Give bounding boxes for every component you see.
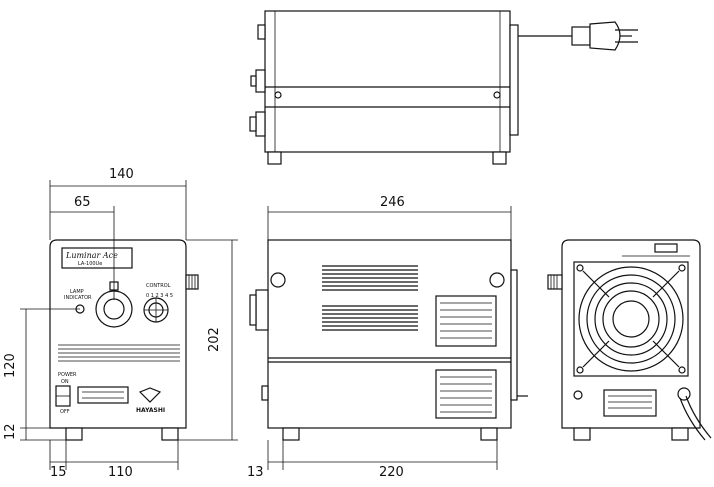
dim-front-offset: 65 bbox=[74, 195, 91, 210]
lamp-label: LAMP bbox=[70, 289, 84, 295]
dim-foot-height: 12 bbox=[3, 423, 18, 440]
dim-left-margin: 15 bbox=[50, 465, 67, 480]
power-label: POWER bbox=[58, 372, 77, 378]
dim-side-foot-span: 220 bbox=[379, 465, 404, 480]
front-view: Luminar Ace LA-100Ue LAMP INDICATOR CONT… bbox=[49, 239, 199, 441]
dim-front-width: 140 bbox=[109, 167, 134, 182]
dim-side-offset: 13 bbox=[247, 465, 264, 480]
indicator-label: INDICATOR bbox=[64, 295, 92, 301]
svg-text:0 1 2 3 4 5: 0 1 2 3 4 5 bbox=[146, 293, 173, 299]
rear-view bbox=[547, 239, 712, 441]
dim-front-height: 202 bbox=[207, 327, 222, 352]
warning-label bbox=[435, 295, 497, 347]
brand-label: HAYASHI bbox=[136, 407, 165, 414]
model-label: LA-100Ue bbox=[78, 261, 102, 267]
on-label: ON bbox=[61, 379, 69, 385]
control-label: CONTROL bbox=[146, 283, 171, 289]
brand-logo bbox=[138, 387, 162, 403]
front-vent bbox=[58, 344, 180, 362]
side-vent-upper bbox=[322, 265, 418, 291]
dim-side-length: 246 bbox=[380, 195, 405, 210]
product-name: Luminar Ace bbox=[65, 251, 118, 260]
side-view bbox=[249, 239, 528, 441]
side-vent-lower bbox=[322, 305, 418, 331]
top-view bbox=[249, 10, 638, 165]
fan-guard bbox=[573, 261, 689, 377]
dim-front-mid-height: 120 bbox=[3, 353, 18, 378]
dimension-lines bbox=[20, 180, 512, 470]
dim-front-foot-span: 110 bbox=[108, 465, 133, 480]
rating-plate bbox=[603, 389, 657, 417]
off-label: OFF bbox=[60, 409, 70, 415]
spec-label bbox=[435, 369, 497, 419]
